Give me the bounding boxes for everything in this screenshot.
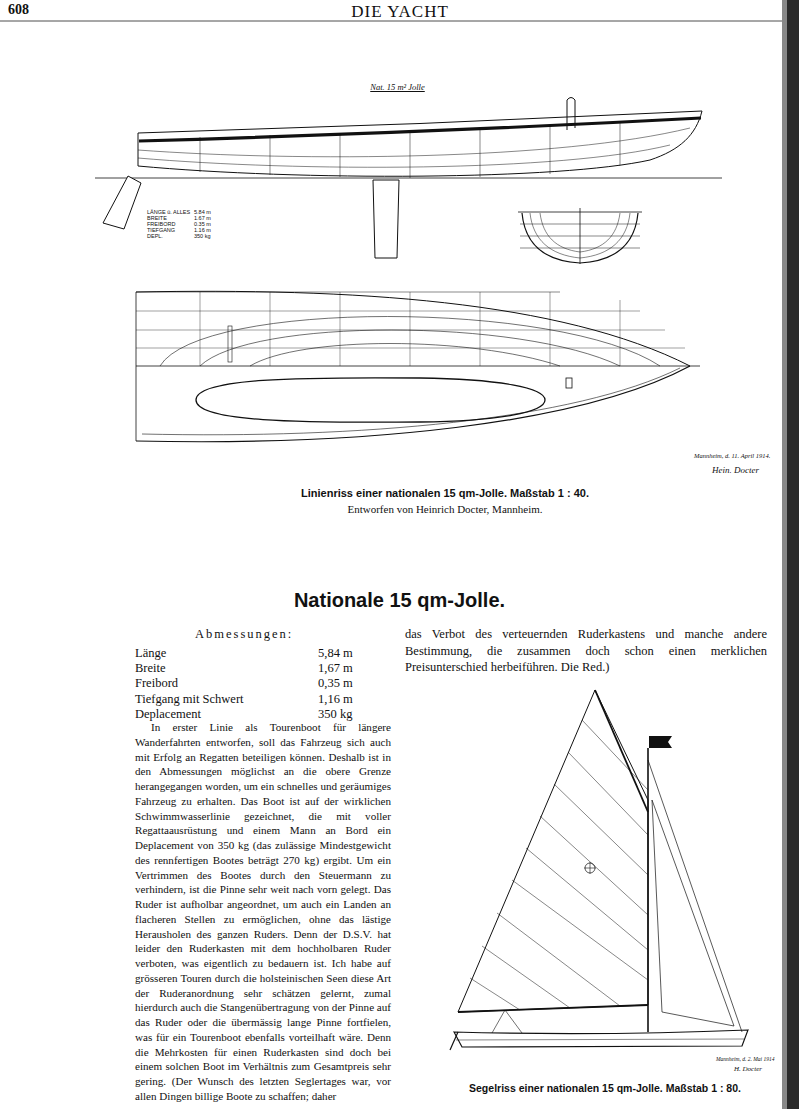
signature-place: Mannheim, d. 11. April 1914. (694, 452, 770, 459)
dimension-label: Breite (135, 661, 166, 675)
table-value: 350 kg (194, 233, 211, 239)
table-label: FREIBORD (147, 221, 175, 227)
dimension-value: 350 kg (318, 707, 352, 721)
dimension-label: Länge (135, 646, 166, 660)
table-heading: Abmessungen: (195, 627, 293, 641)
body-text: In erster Linie als Tourenboot für länge… (135, 720, 391, 1104)
table-label: DEPL. (147, 233, 163, 239)
dimension-label: Freibord (135, 676, 178, 690)
body-text: das Verbot des verteuernden Ruderkastens… (405, 626, 767, 676)
figure-caption: Linienriss einer nationalen 15 qm-Jolle.… (235, 487, 655, 500)
dimension-value: 0,35 m (318, 676, 353, 690)
table-label: BREITE (147, 215, 167, 221)
running-head: DIE YACHT (290, 2, 510, 22)
table-value: 1.67 m (194, 215, 211, 221)
dimension-label: Tiefgang mit Schwert (135, 692, 244, 706)
table-value: 1.16 m (194, 227, 211, 233)
table-value: 5.84 m (194, 209, 211, 215)
dimension-value: 5,84 m (318, 646, 353, 660)
dimension-value: 1,16 m (318, 692, 353, 706)
credit-line: Entworfen von Heinrich Docter, Mannheim. (245, 503, 645, 516)
signature: H. Docter (734, 1065, 762, 1073)
signature-place: Mannheim, d. 2. Mai 1914 (716, 1056, 775, 1062)
dimension-label: Deplacement (135, 707, 201, 721)
dimension-value: 1,67 m (318, 661, 353, 675)
figure-caption: Segelriss einer nationalen 15 qm-Jolle. … (430, 1082, 780, 1094)
page-number: 608 (8, 2, 29, 18)
drawing-title: Nat. 15 m² Jolle (335, 83, 460, 93)
page-heading: Nationale 15 qm-Jolle. (0, 589, 799, 612)
table-label: TIEFGANG (147, 227, 175, 233)
signature: Hein. Docter (712, 465, 759, 475)
table-value: 0.35 m (194, 221, 211, 227)
table-label: LÄNGE ü. ALLES (147, 209, 190, 215)
